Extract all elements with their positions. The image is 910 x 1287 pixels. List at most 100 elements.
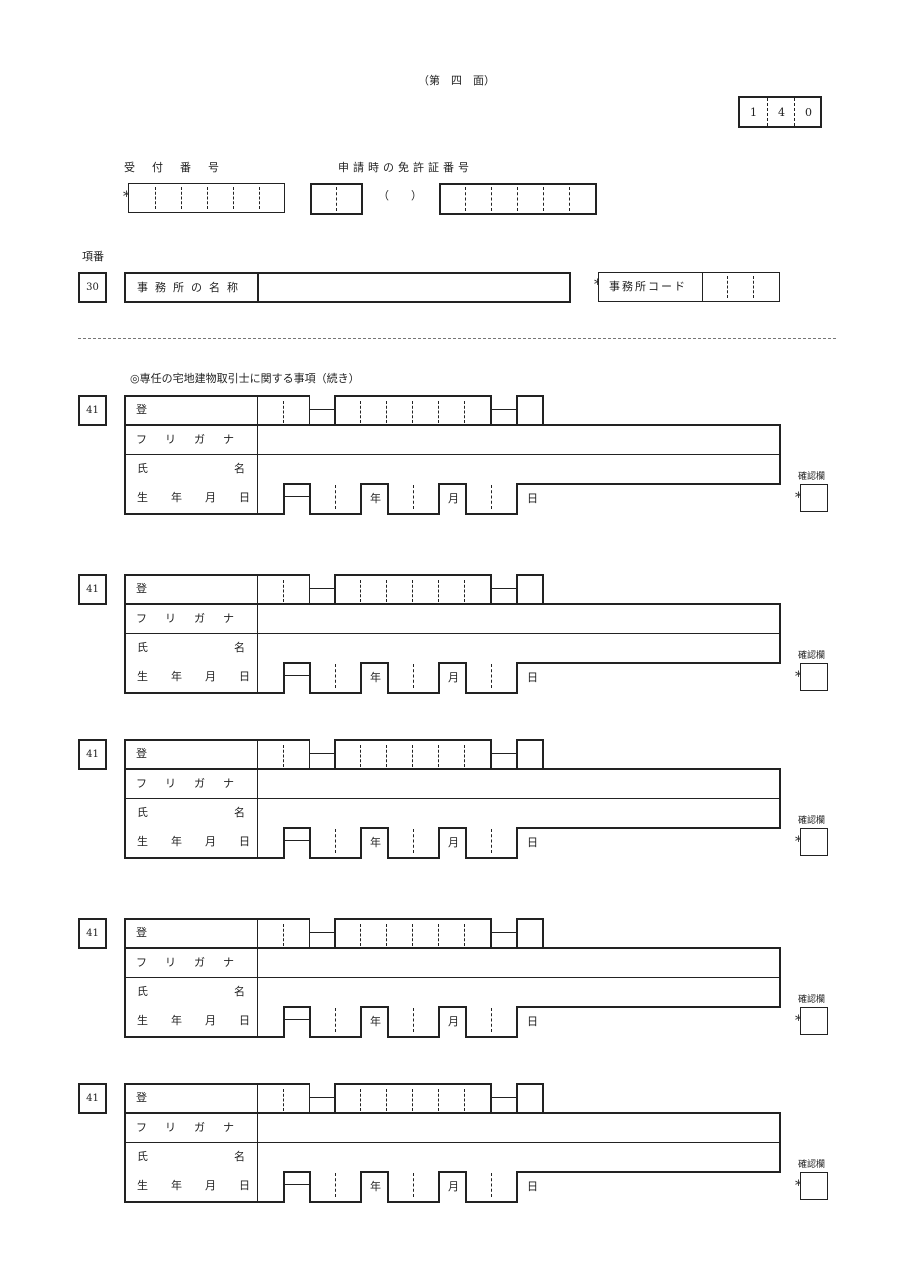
name-label-family: 氏 [137, 1150, 148, 1163]
month-label: 月 [448, 1015, 459, 1028]
confirm-checkbox[interactable] [800, 484, 828, 512]
registration-check-field[interactable] [516, 1083, 544, 1114]
dob-era-field[interactable] [258, 1008, 283, 1036]
item-number-30: 30 [78, 272, 107, 303]
day-label: 日 [527, 1015, 538, 1028]
license-prefix-field[interactable] [310, 183, 363, 215]
furigana-field[interactable] [258, 949, 778, 977]
name-field[interactable] [258, 456, 778, 483]
registration-number-field[interactable] [334, 574, 492, 605]
registration-number-field[interactable] [334, 395, 492, 426]
day-label: 日 [527, 836, 538, 849]
registration-pref-field[interactable] [257, 395, 310, 426]
registration-label: 登録番号 [136, 926, 167, 1029]
furigana-label: フリガナ [136, 612, 252, 625]
furigana-field[interactable] [258, 770, 778, 798]
registration-check-field[interactable] [516, 395, 544, 426]
dob-month-field[interactable] [387, 1006, 440, 1038]
furigana-field[interactable] [258, 605, 778, 633]
dob-month-field[interactable] [387, 1171, 440, 1203]
furigana-field[interactable] [258, 426, 778, 454]
name-field[interactable] [258, 635, 778, 662]
confirm-asterisk: * [795, 1178, 802, 1194]
dob-year-field[interactable] [309, 1006, 362, 1038]
confirm-checkbox[interactable] [800, 1007, 828, 1035]
office-code-asterisk: * [594, 278, 601, 292]
form-code-digit-3: 0 [805, 105, 812, 119]
office-name-label: 事務所の名称 [137, 281, 245, 294]
dob-day-field[interactable] [465, 662, 518, 694]
dob-year-field[interactable] [309, 827, 362, 859]
registration-check-field[interactable] [516, 574, 544, 605]
registration-number-field[interactable] [334, 1083, 492, 1114]
furigana-label: フリガナ [136, 777, 252, 790]
dob-year-field[interactable] [309, 662, 362, 694]
office-name-field[interactable] [259, 274, 567, 301]
name-field[interactable] [258, 979, 778, 1006]
dob-label: 生年月日 [137, 491, 273, 504]
dob-era-field[interactable] [258, 1173, 283, 1201]
registration-number-field[interactable] [334, 739, 492, 770]
dob-day-field[interactable] [465, 483, 518, 515]
confirm-checkbox[interactable] [800, 828, 828, 856]
agent-block-2: 41 登録番号 フリガナ 氏 名 [0, 574, 910, 704]
office-code-row: 事務所コード [598, 272, 780, 302]
form-code-digit-1: 1 [750, 105, 757, 119]
year-label: 年 [370, 492, 381, 505]
name-label-family: 氏 [137, 641, 148, 654]
year-label: 年 [370, 836, 381, 849]
dob-month-field[interactable] [387, 483, 440, 515]
dob-day-field[interactable] [465, 827, 518, 859]
name-label-family: 氏 [137, 462, 148, 475]
registration-pref-field[interactable] [257, 918, 310, 949]
dob-year-field[interactable] [309, 483, 362, 515]
office-code-field[interactable] [703, 273, 779, 301]
dob-era-field[interactable] [258, 485, 283, 513]
item-number-41: 41 [78, 395, 107, 426]
furigana-field[interactable] [258, 1114, 778, 1142]
name-label-family: 氏 [137, 806, 148, 819]
agent-block-1: 41 登録番号 フリガナ 氏 名 [0, 395, 910, 525]
license-number-field[interactable] [439, 183, 597, 215]
dob-day-field[interactable] [465, 1006, 518, 1038]
section-divider [78, 338, 836, 339]
dob-day-field[interactable] [465, 1171, 518, 1203]
furigana-label: フリガナ [136, 433, 252, 446]
form-code-box: 1 4 0 [738, 96, 822, 128]
dob-month-field[interactable] [387, 827, 440, 859]
day-label: 日 [527, 492, 538, 505]
year-label: 年 [370, 1015, 381, 1028]
agent-block-3: 41 登録番号 フリガナ 氏 名 [0, 739, 910, 869]
dob-year-field[interactable] [309, 1171, 362, 1203]
confirm-checkbox[interactable] [800, 663, 828, 691]
name-label-given: 名 [234, 985, 245, 998]
registration-check-field[interactable] [516, 739, 544, 770]
name-label-given: 名 [234, 806, 245, 819]
year-label: 年 [370, 1180, 381, 1193]
year-label: 年 [370, 671, 381, 684]
item-number-41: 41 [78, 574, 107, 605]
item-number-41: 41 [78, 918, 107, 949]
furigana-label: フリガナ [136, 956, 252, 969]
confirm-label: 確認欄 [798, 651, 826, 661]
name-label-given: 名 [234, 462, 245, 475]
dob-era-field[interactable] [258, 829, 283, 857]
dob-era-field[interactable] [258, 664, 283, 692]
name-label-given: 名 [234, 1150, 245, 1163]
confirm-asterisk: * [795, 669, 802, 685]
confirm-checkbox[interactable] [800, 1172, 828, 1200]
name-field[interactable] [258, 1144, 778, 1171]
dob-month-field[interactable] [387, 662, 440, 694]
registration-label: 登録番号 [136, 1091, 167, 1194]
registration-pref-field[interactable] [257, 1083, 310, 1114]
confirm-asterisk: * [795, 834, 802, 850]
furigana-label: フリガナ [136, 1121, 252, 1134]
item-number-header: 項番 [82, 250, 104, 263]
registration-number-field[interactable] [334, 918, 492, 949]
name-field[interactable] [258, 800, 778, 827]
registration-check-field[interactable] [516, 918, 544, 949]
office-code-label: 事務所コード [609, 280, 687, 293]
registration-pref-field[interactable] [257, 739, 310, 770]
receipt-number-field[interactable] [128, 183, 285, 213]
registration-pref-field[interactable] [257, 574, 310, 605]
